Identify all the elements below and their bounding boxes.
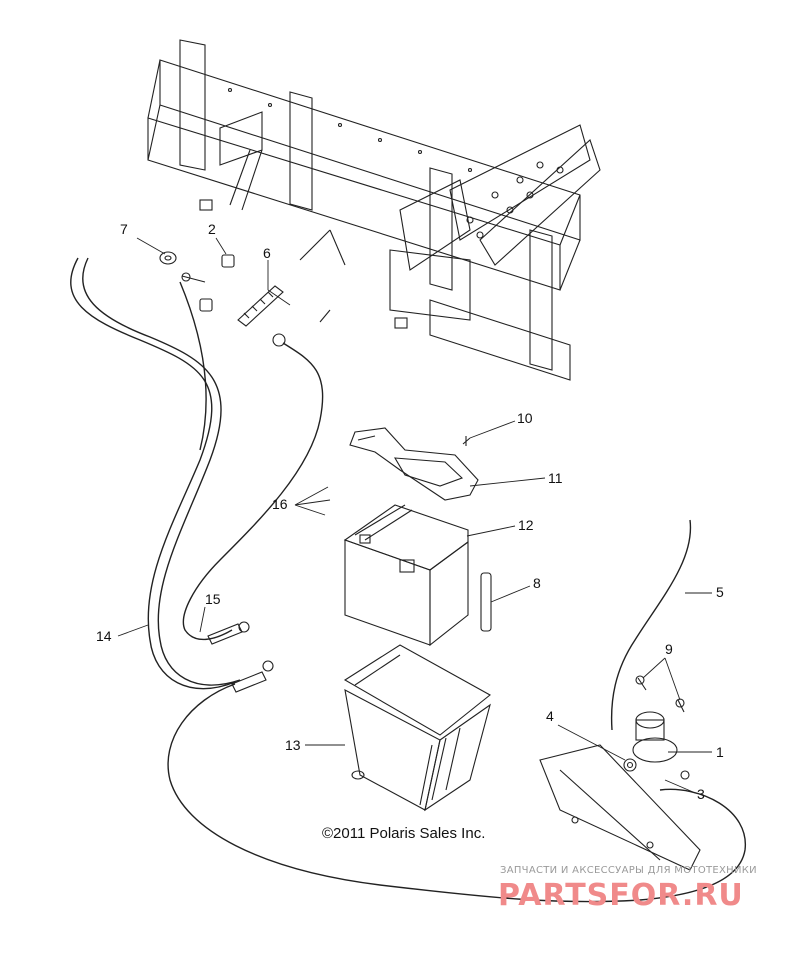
callout-3: 3 [697,786,705,802]
callout-12: 12 [518,517,534,533]
watermark-logo: PARTSFOR.RU [498,878,744,913]
post-8 [480,572,492,632]
frame-assembly [147,39,601,381]
copyright-text: ©2011 Polaris Sales Inc. [322,825,485,842]
callout-7: 7 [120,221,128,237]
callout-1: 1 [716,744,724,760]
callout-9: 9 [665,641,673,657]
battery-cables [70,257,746,903]
callout-13: 13 [285,737,301,753]
callout-6: 6 [263,245,271,261]
callout-16: 16 [272,496,288,512]
battery-box [343,644,491,812]
cable-terminals [207,333,286,693]
callout-2: 2 [208,221,216,237]
hardware-cluster [159,251,284,327]
solenoid-assembly [539,675,701,871]
callout-4: 4 [546,708,554,724]
callout-8: 8 [533,575,541,591]
callout-11: 11 [548,470,563,486]
callout-15: 15 [205,591,221,607]
leader-lines [117,237,712,793]
callout-10: 10 [517,410,533,426]
battery [343,504,469,647]
hold-down-bracket [349,427,479,501]
callout-5: 5 [716,584,724,600]
watermark-tagline: ЗАПЧАСТИ И АКСЕССУАРЫ ДЛЯ МОТОТЕХНИКИ [500,865,757,876]
callout-14: 14 [96,628,112,644]
callout-labels: 1 2 3 4 5 6 7 8 9 10 11 12 13 14 15 16 [96,221,724,802]
